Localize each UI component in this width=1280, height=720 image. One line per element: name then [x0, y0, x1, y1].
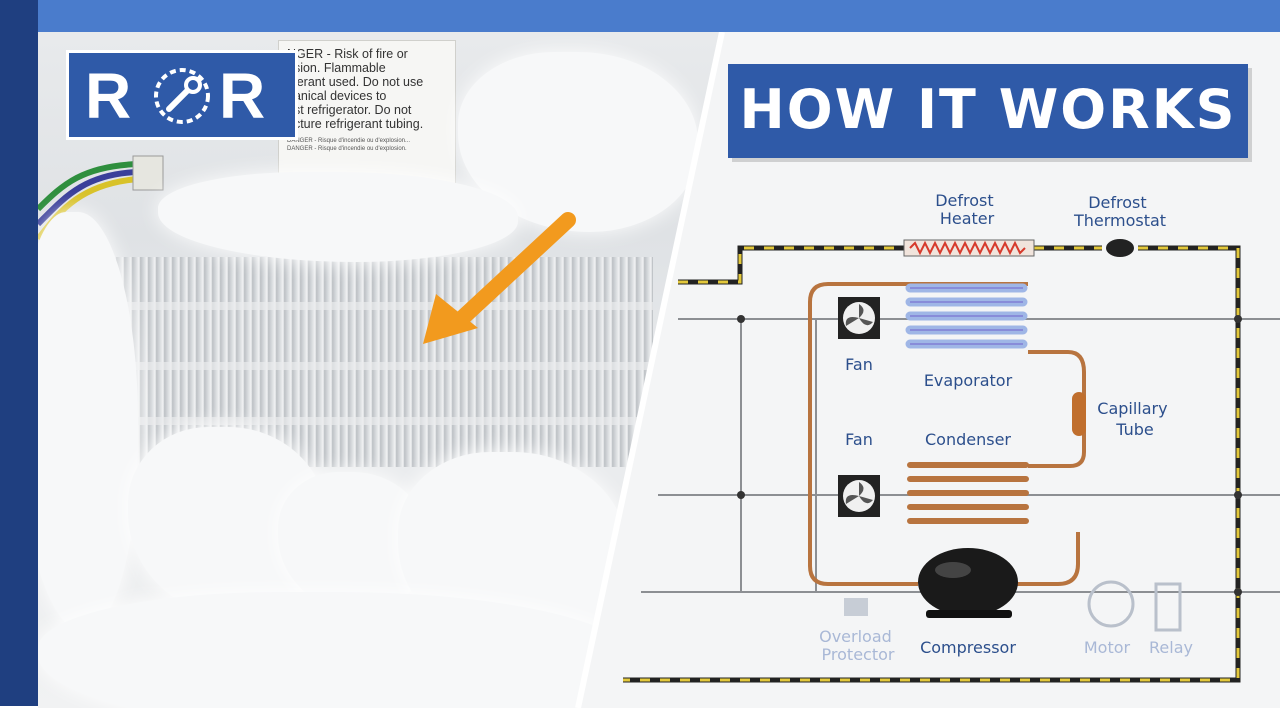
fan-icon [838, 475, 880, 517]
label-fan-bottom: Fan [845, 430, 873, 449]
frost-buildup [38, 592, 638, 708]
fan-icon [838, 297, 880, 339]
compressor [918, 548, 1018, 618]
frost-buildup [158, 172, 518, 262]
frame-left [0, 0, 38, 720]
relay [1154, 582, 1182, 632]
label-fan-top: Fan [845, 355, 873, 374]
ror-logo: R R [66, 50, 298, 140]
frame-bottom [0, 706, 1280, 720]
title-banner: HOW IT WORKS [728, 64, 1248, 158]
label-capillary-tube: Capillary Tube [1097, 399, 1172, 439]
label-overload-protector: Overload Protector [819, 627, 897, 664]
power-wiring [623, 245, 1241, 683]
frame-top [0, 0, 1280, 32]
coil-frost-band [93, 362, 653, 370]
logo-letter-left: R [85, 60, 132, 132]
condenser [907, 462, 1029, 524]
junction-dots [737, 315, 1242, 596]
logo-letter-right: R [219, 60, 266, 132]
pointer-arrow [423, 212, 576, 344]
label-defrost-heater: Defrost Heater [935, 191, 999, 228]
evaporator-heat-glow [910, 287, 1023, 345]
motor [1087, 580, 1135, 628]
overload-protector [844, 598, 868, 616]
wrench-clock-icon [154, 68, 210, 124]
label-defrost-thermostat: Defrost Thermostat [1073, 193, 1166, 230]
capillary-tube [1072, 392, 1086, 436]
label-condenser: Condenser [925, 430, 1011, 449]
frost-buildup [38, 212, 138, 632]
thumbnail-panel: NGER - Risk of fire or osion. Flammable … [38, 32, 1280, 708]
sticker-small-text: DANGER - Risque d'incendie ou d'explosio… [287, 138, 411, 152]
page-title: HOW IT WORKS [739, 78, 1237, 141]
label-compressor: Compressor [920, 638, 1016, 657]
coil-frost-band [93, 417, 653, 425]
defrost-thermostat [1106, 239, 1134, 257]
label-motor: Motor [1084, 638, 1131, 657]
coil-frost-band [93, 302, 653, 310]
label-relay: Relay [1149, 638, 1193, 657]
refrigeration-schematic: Defrost Heater Defrost Thermostat Fan Fa… [623, 191, 1280, 683]
label-evaporator: Evaporator [924, 371, 1013, 390]
danger-sticker: NGER - Risk of fire or osion. Flammable … [278, 40, 456, 185]
heater-element [909, 240, 1026, 256]
